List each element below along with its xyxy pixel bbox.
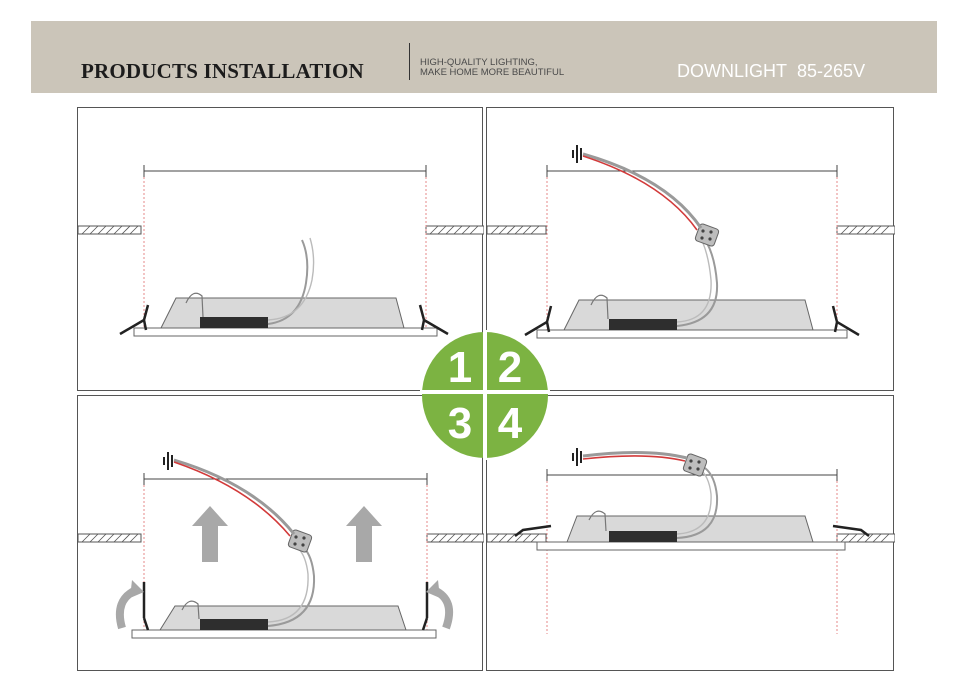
product-name: DOWNLIGHT <box>677 61 787 81</box>
step-3-panel <box>77 395 484 671</box>
step-1-illustration <box>78 165 484 337</box>
product-label: DOWNLIGHT 85-265V <box>677 61 865 82</box>
step-2-illustration <box>487 145 895 339</box>
voltage-range: 85-265V <box>797 61 866 81</box>
page-title: PRODUCTS INSTALLATION <box>81 59 364 83</box>
step-2-panel <box>486 107 895 391</box>
step-1-panel <box>77 107 484 391</box>
step-4-illustration <box>487 448 895 634</box>
tagline-line-1: HIGH-QUALITY LIGHTING, <box>420 57 538 68</box>
step-4-panel <box>486 395 895 671</box>
step-number-badge: 1 2 3 4 <box>420 330 550 460</box>
step-number-1: 1 <box>448 343 472 392</box>
step-3-illustration <box>78 452 484 639</box>
step-number-2: 2 <box>498 343 522 392</box>
header-divider <box>409 43 410 80</box>
header-tagline: HIGH-QUALITY LIGHTING, MAKE HOME MORE BE… <box>420 58 564 78</box>
tagline-line-2: MAKE HOME MORE BEAUTIFUL <box>420 67 565 78</box>
step-number-3: 3 <box>448 399 472 448</box>
header-banner: PRODUCTS INSTALLATION HIGH-QUALITY LIGHT… <box>31 21 937 93</box>
step-number-4: 4 <box>498 399 523 448</box>
